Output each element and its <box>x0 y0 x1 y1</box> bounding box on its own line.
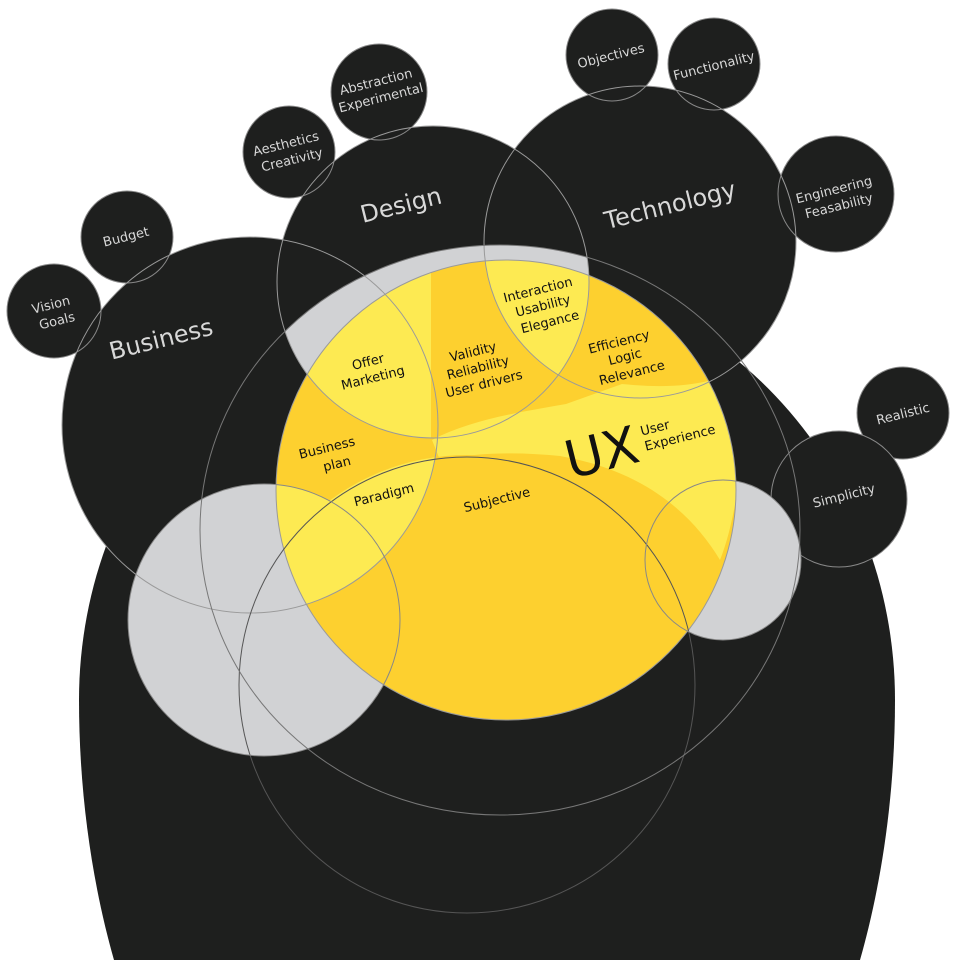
abstraction-experimental-circle[interactable] <box>330 43 428 141</box>
objectives-circle[interactable] <box>565 8 659 102</box>
ux-outline <box>275 259 737 721</box>
technology-outline <box>483 85 797 399</box>
ux-yellow-band <box>432 380 736 560</box>
business-outline <box>61 236 439 614</box>
business-plan-label-2: plan <box>322 454 353 475</box>
functionality-circle[interactable] <box>667 17 761 111</box>
aesthetics-creativity-circle[interactable] <box>242 105 336 199</box>
gray-right-outline <box>644 479 802 641</box>
lower-mid-outline <box>238 456 696 914</box>
user-label: User <box>639 418 672 440</box>
big-arc-outline <box>199 244 801 816</box>
engineering-feasability-circle[interactable] <box>777 135 895 253</box>
realistic-circle[interactable] <box>856 366 950 460</box>
design-outline <box>276 125 590 439</box>
gray-left-outline <box>127 483 401 757</box>
